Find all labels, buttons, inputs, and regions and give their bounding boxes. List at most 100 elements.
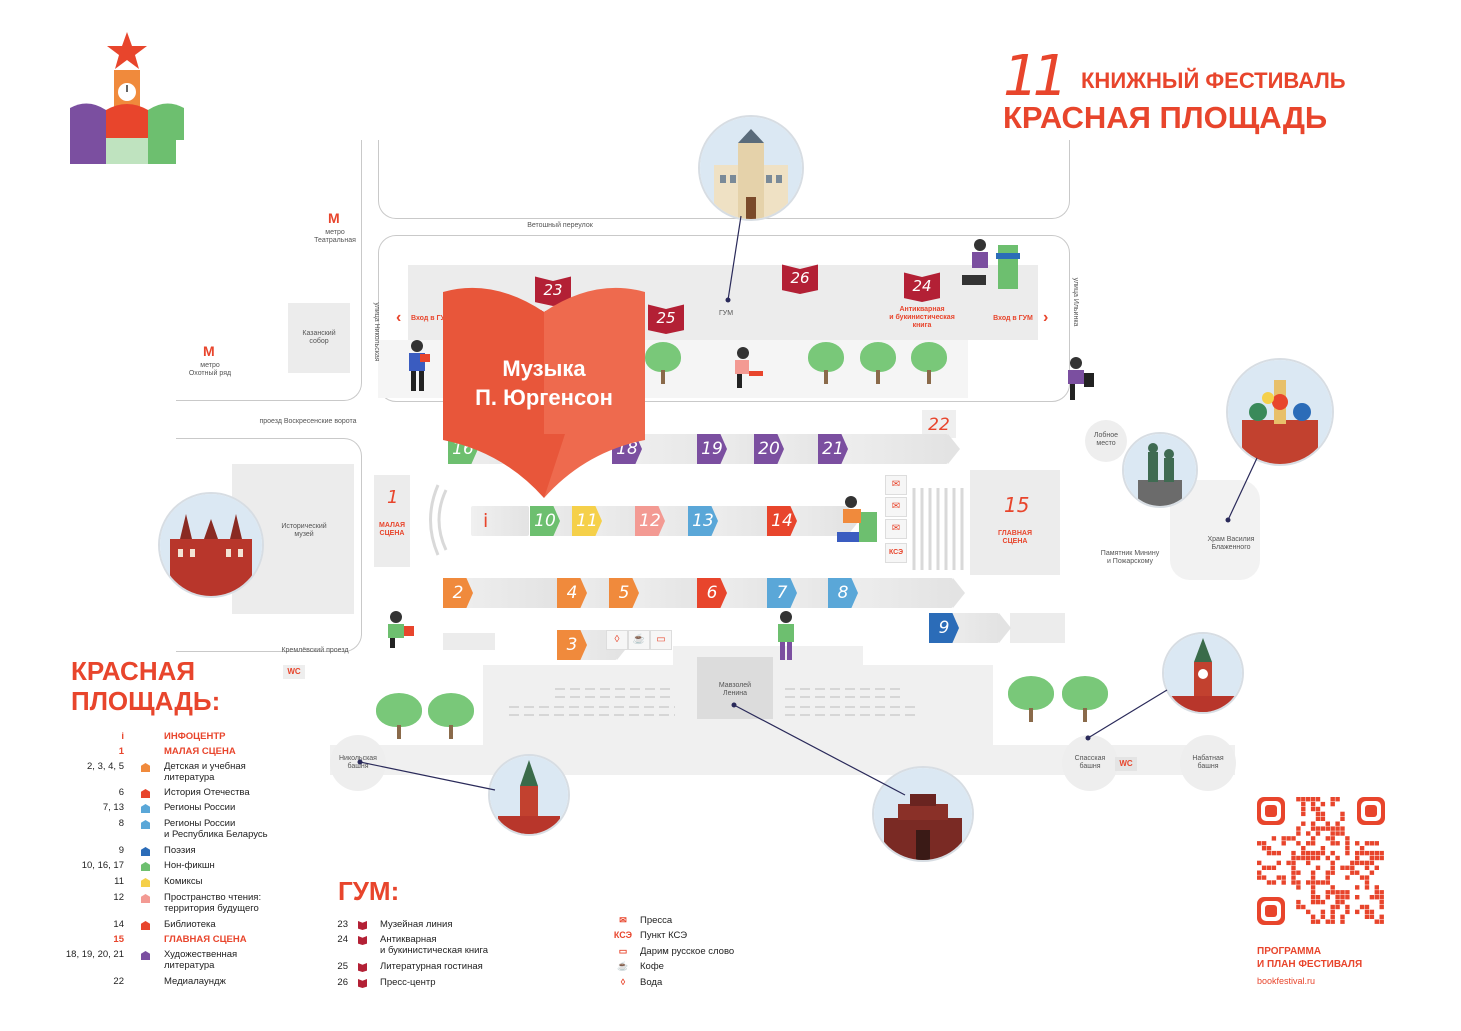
gum-legend-text: Пресс-центр	[380, 977, 436, 988]
tent-number-badge: 3	[557, 630, 587, 660]
small-stage-label: МАЛАЯ СЦЕНА	[379, 522, 405, 538]
tent-22[interactable]: 22	[922, 410, 952, 440]
media-lounge-block	[922, 410, 956, 438]
tent-number: 19	[701, 439, 723, 459]
tent-number-badge: 10	[530, 506, 560, 536]
main-stage-label: ГЛАВНАЯ СЦЕНА	[998, 530, 1032, 546]
gum-pavilion-24[interactable]: 24	[904, 272, 940, 302]
tree-icon	[428, 693, 474, 739]
gum-legend-text: Литературная гостиная	[380, 961, 483, 972]
main-stage-number: 15	[1004, 493, 1030, 517]
legend-title-line1: КРАСНАЯ	[71, 656, 196, 686]
small-stage-number: 1	[387, 487, 399, 508]
tent-number-badge: 20	[754, 434, 784, 464]
coffee-icon: ☕	[628, 630, 650, 650]
tent-number: 21	[822, 439, 844, 459]
nabatnaya-tower-circle	[1180, 735, 1236, 791]
small-stage-arcs	[429, 484, 448, 556]
legend-text: Регионы России и Республика Беларусь	[164, 818, 268, 841]
water-drop-icon: ◊	[606, 630, 628, 650]
service-text: Дарим русское слово	[640, 946, 735, 957]
legend-number: 1	[118, 746, 124, 757]
edition-number: 11	[1003, 44, 1068, 109]
legend-number: 22	[113, 976, 124, 987]
tree-icon	[860, 342, 896, 384]
legend-color-marker	[141, 921, 150, 930]
legend-color-marker	[141, 894, 150, 903]
mausoleum-building	[697, 657, 773, 719]
metro-icon: M	[328, 210, 340, 226]
service-text: Пункт КСЭ	[640, 930, 688, 941]
tent-8[interactable]: 8	[828, 578, 965, 608]
tent-number-badge: 4	[557, 578, 587, 608]
kse-icon: КСЭ	[885, 543, 907, 563]
tree-icon	[808, 342, 844, 384]
megaphone-icon: ✉	[619, 915, 627, 925]
spasskaya-tower-illustration	[1162, 632, 1244, 714]
tree-icon	[1062, 676, 1108, 722]
historical-museum-illustration	[158, 492, 264, 598]
tent-number: 3	[566, 635, 578, 655]
reader-illustration	[388, 611, 414, 648]
tent-number-badge: 5	[609, 578, 639, 608]
tree-icon	[376, 693, 422, 739]
tent-number: 12	[639, 511, 661, 531]
book-icon	[358, 936, 367, 945]
tent-21[interactable]: 21	[818, 434, 960, 464]
tent-5[interactable]: 5	[609, 578, 721, 608]
gum-entrance-left: Вход в ГУМ	[411, 315, 451, 322]
legend-number: 7, 13	[102, 802, 124, 813]
legend-number: 15	[113, 934, 124, 945]
pavilion-number: 24	[912, 277, 932, 295]
tree-icon	[911, 342, 947, 384]
legend-color-marker	[141, 862, 150, 871]
info-icon: i	[483, 510, 489, 532]
tent-number-badge: 21	[818, 434, 848, 464]
legend-title-line2: ПЛОЩАДЬ:	[71, 686, 221, 716]
tent-number: 7	[776, 583, 788, 603]
spasskaya-tower-label: Спасская башня	[1074, 755, 1106, 771]
megaphone-icon: ✉	[885, 475, 907, 495]
reader-illustration	[837, 496, 877, 542]
gum-legend-number: 23	[337, 919, 348, 930]
tent-number-badge: 8	[828, 578, 858, 608]
reader-illustration	[962, 239, 1020, 289]
festival-url-link[interactable]: bookfestival.ru	[1257, 976, 1316, 986]
gum-pavilion-25[interactable]: 25	[648, 304, 684, 334]
spasskaya-tower-circle	[1062, 735, 1118, 791]
mausoleum-stands	[509, 688, 920, 716]
kazan-cathedral-block	[288, 303, 350, 373]
tent-number-badge: 14	[767, 506, 797, 536]
pavilion-label: Антикварная и букинистическая книга	[889, 306, 955, 330]
legend-number: 8	[118, 818, 124, 829]
gum-legend-number: 26	[337, 977, 348, 988]
chevron-right-icon: ›	[1043, 309, 1049, 326]
megaphone-icon: ✉	[885, 497, 907, 517]
legend-text: Пространство чтения: территория будущего	[164, 892, 262, 915]
selected-exhibitor-marker[interactable]: Музыка П. Юргенсон	[443, 284, 645, 498]
historical-museum-label: Исторический музей	[281, 523, 327, 539]
book-icon	[358, 963, 367, 972]
gum-pavilion-26[interactable]: 26	[782, 264, 818, 294]
nabatnaya-tower-label: Набатная башня	[1192, 755, 1224, 771]
legend-text: Поэзия	[164, 845, 196, 856]
legend-text: Регионы России	[164, 802, 236, 813]
tent-number-badge: 7	[767, 578, 797, 608]
book-icon: ▭	[650, 630, 672, 650]
metro-teatralnaya-label: метро Театральная	[314, 229, 356, 245]
tent-9[interactable]: 9	[929, 613, 1011, 643]
legend-number: 6	[118, 787, 124, 798]
tent-number: 14	[771, 511, 793, 531]
mausoleum-label: Мавзолей Ленина	[718, 682, 752, 698]
legend-color-marker	[141, 789, 150, 798]
minin-label: Памятник Минину и Пожарскому	[1100, 550, 1160, 566]
info-tent[interactable]: i	[471, 506, 529, 536]
tent-number: 13	[692, 511, 714, 531]
tent-number: 9	[938, 618, 950, 638]
gum-entrance-right: Вход в ГУМ	[993, 315, 1033, 322]
legend-text: Комиксы	[164, 876, 203, 887]
qr-code[interactable]	[1257, 797, 1385, 925]
legend-color-marker	[141, 878, 150, 887]
megaphone-icon: ✉	[885, 519, 907, 539]
